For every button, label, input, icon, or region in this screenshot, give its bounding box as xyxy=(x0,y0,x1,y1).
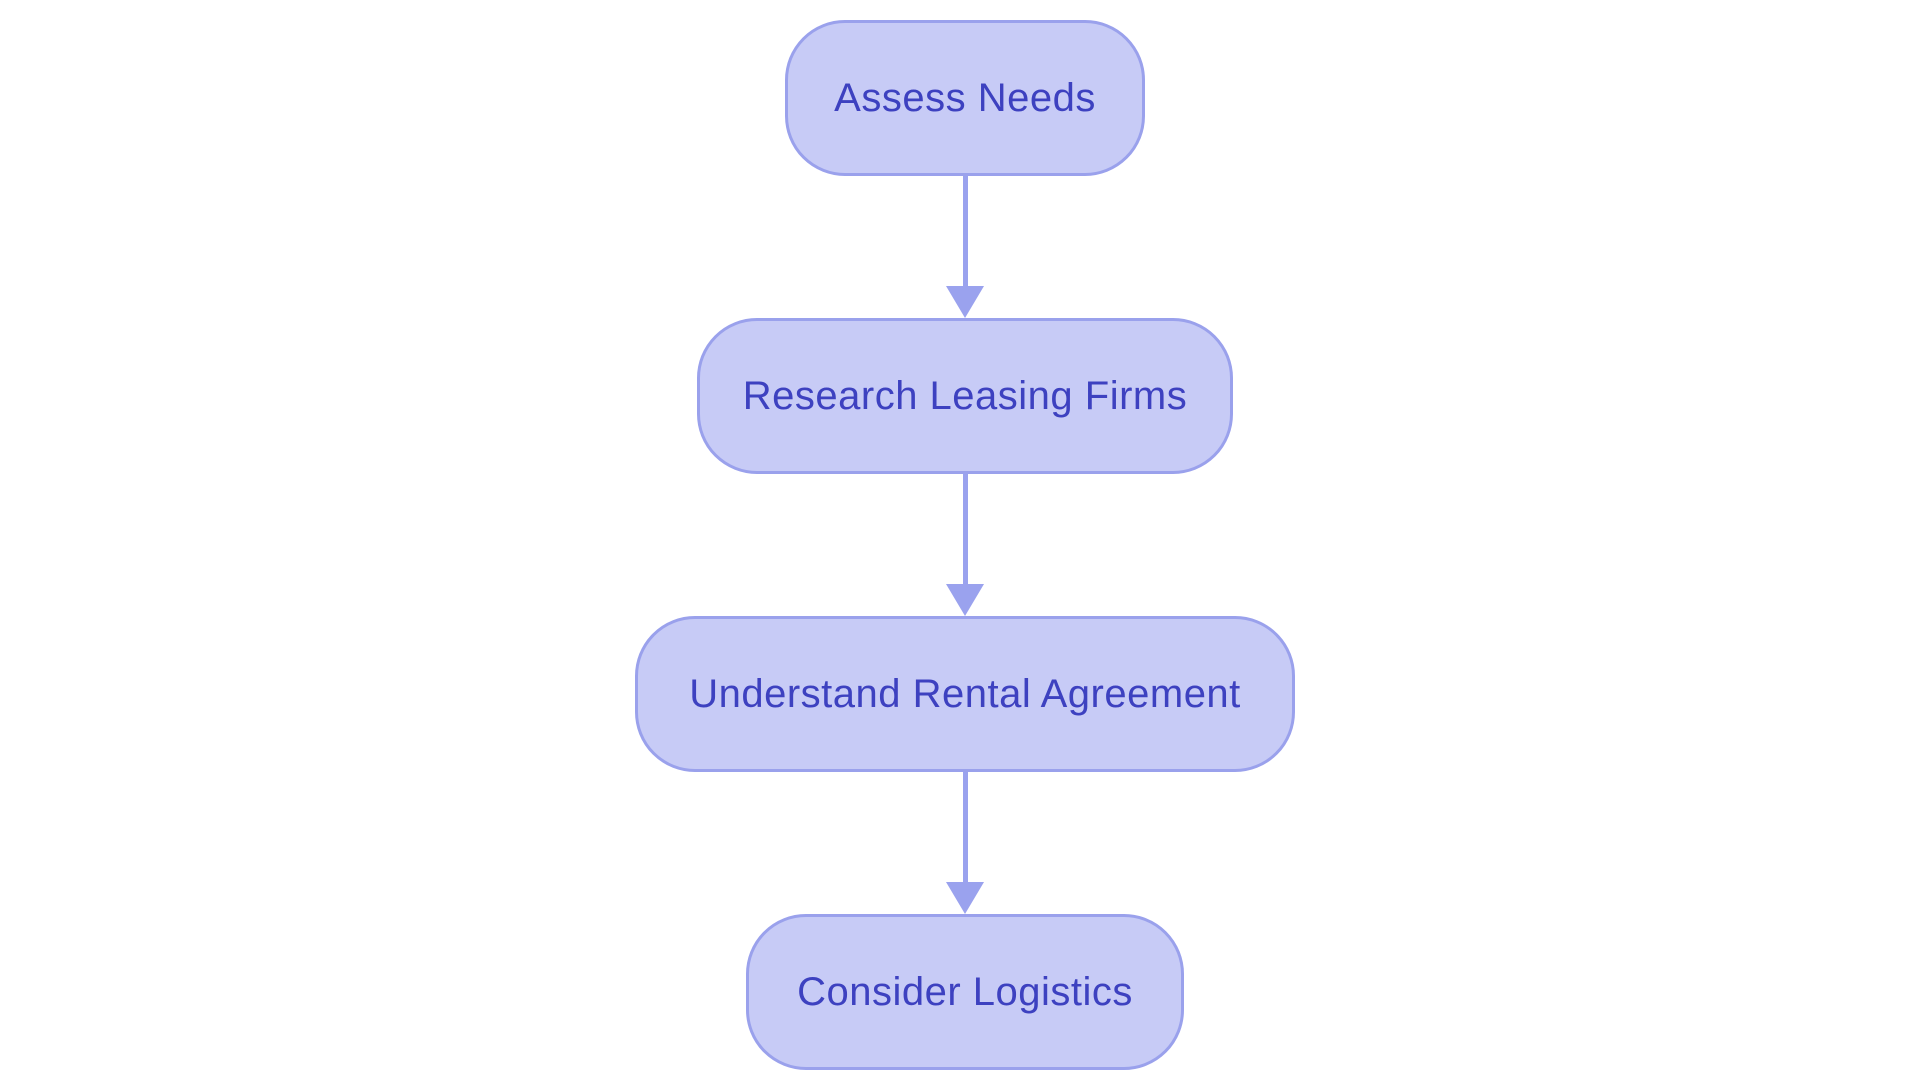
flow-node-label: Understand Rental Agreement xyxy=(689,671,1241,716)
flow-node-assess-needs: Assess Needs xyxy=(785,20,1145,176)
flow-node-research-leasing-firms: Research Leasing Firms xyxy=(697,318,1233,474)
flow-node-label: Research Leasing Firms xyxy=(742,373,1188,418)
arrow-shaft xyxy=(962,772,968,884)
flow-node-understand-rental-agreement: Understand Rental Agreement xyxy=(635,616,1295,772)
flow-node-label: Consider Logistics xyxy=(797,969,1133,1014)
edge-arrow-1 xyxy=(946,176,984,318)
flow-node-consider-logistics: Consider Logistics xyxy=(746,914,1184,1070)
edge-arrow-2 xyxy=(946,474,984,616)
arrowhead-down-icon xyxy=(946,286,984,318)
flow-node-label: Assess Needs xyxy=(834,75,1096,120)
arrowhead-down-icon xyxy=(946,584,984,616)
arrowhead-down-icon xyxy=(946,882,984,914)
edge-arrow-3 xyxy=(946,772,984,914)
arrow-shaft xyxy=(962,474,968,586)
arrow-shaft xyxy=(962,176,968,288)
